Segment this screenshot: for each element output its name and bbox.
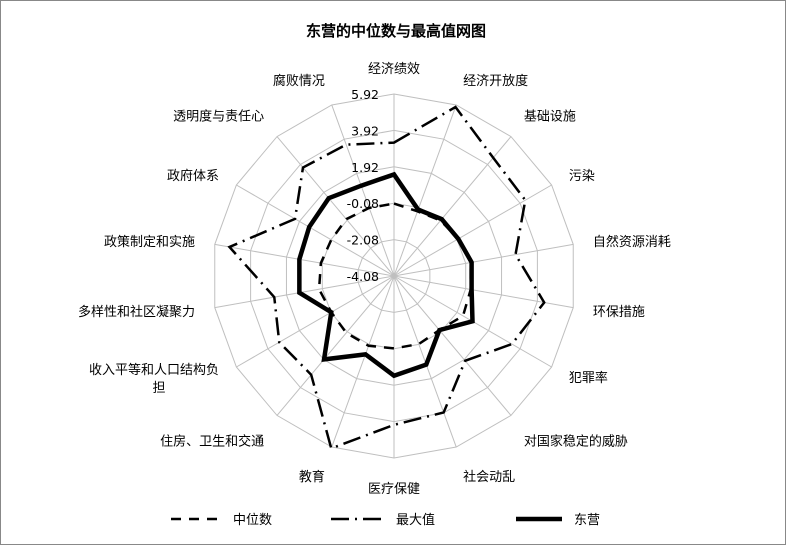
axis-label: 医疗保健 xyxy=(368,482,420,497)
axis-label: 住房、卫生和交通 xyxy=(160,434,264,450)
ring-label: -0.08 xyxy=(347,196,379,211)
legend-label-max: 最大值 xyxy=(396,512,435,528)
chart-title: 东营的中位数与最高值网图 xyxy=(306,22,486,40)
axis-label: 透明度与责任心 xyxy=(173,108,264,124)
legend: 中位数 最大值 东营 xyxy=(171,512,600,528)
axis-label: 社会动乱 xyxy=(463,469,515,485)
axis-label: 自然资源消耗 xyxy=(593,234,671,250)
legend-label-median: 中位数 xyxy=(233,513,272,528)
ring-label: 5.92 xyxy=(351,87,379,102)
axis-label: 政策制定和实施 xyxy=(104,234,195,250)
ring-label: -2.08 xyxy=(347,233,379,248)
legend-label-dongying: 东营 xyxy=(574,513,600,528)
axis-label: 污染 xyxy=(569,169,595,184)
grid xyxy=(215,94,573,458)
axis-label: 经济绩效 xyxy=(368,62,420,77)
axis-label: 教育 xyxy=(299,469,325,485)
axis-label: 多样性和社区凝聚力 xyxy=(78,304,195,320)
ring-label: 1.92 xyxy=(351,160,379,175)
axis-label: 经济开放度 xyxy=(463,73,528,89)
ring-label: -4.08 xyxy=(347,269,379,284)
axis-label: 腐败情况 xyxy=(273,74,325,89)
axis-label: 环保措施 xyxy=(593,305,645,320)
ring-label: 3.92 xyxy=(351,123,379,138)
axis-label: 政府体系 xyxy=(167,169,219,184)
axis-label: 犯罪率 xyxy=(569,370,608,386)
grid-spoke xyxy=(332,276,394,447)
axis-label: 基础设施 xyxy=(524,109,576,124)
axis-label: 收入平等和人口结构负担 xyxy=(89,362,219,396)
axis-label: 对国家稳定的威胁 xyxy=(524,434,628,450)
